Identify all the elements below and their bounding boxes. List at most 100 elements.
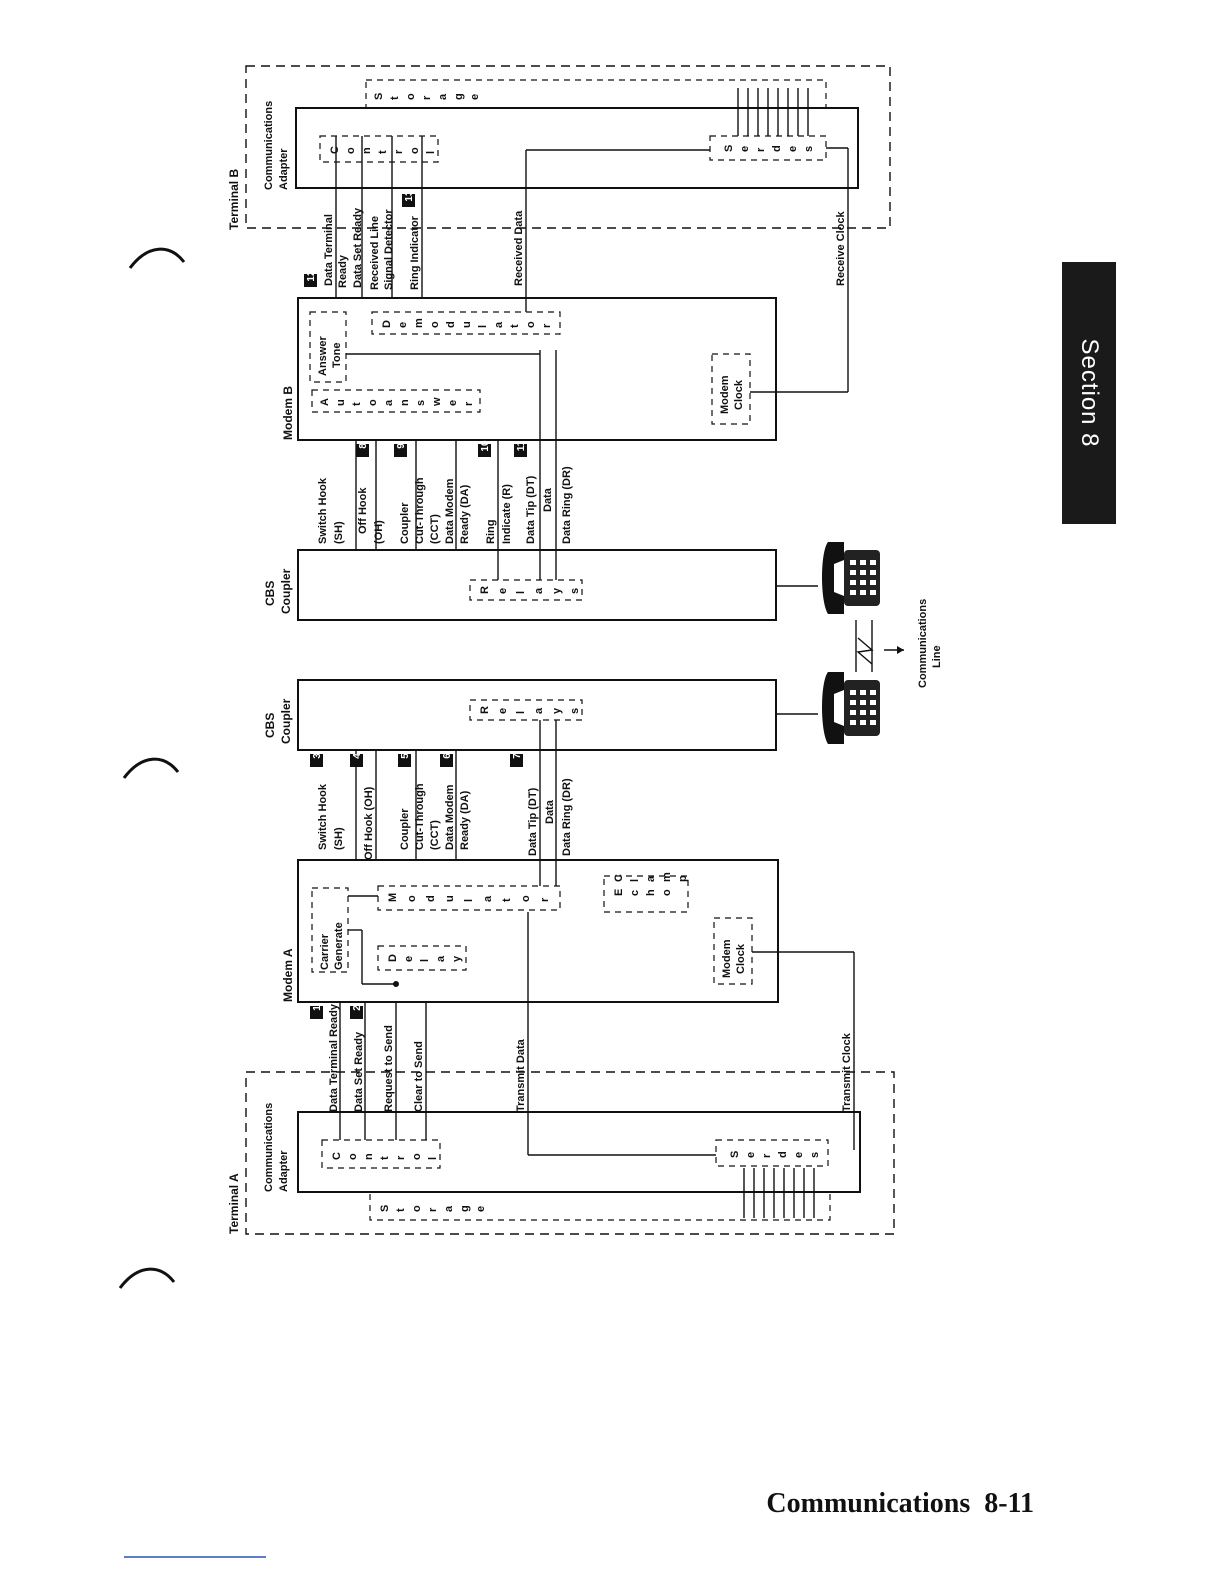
step-tag-box	[510, 754, 523, 767]
sig-b-rxc: Receive Clock	[835, 211, 847, 286]
telephone-a-icon	[822, 672, 880, 744]
modem-b-demodulator-letter: r	[541, 323, 553, 328]
modem-b-demodulator-letter: a	[493, 321, 505, 328]
terminal-a-storage-letter: e	[475, 1206, 487, 1212]
sig-b-sh-2: (SH)	[333, 521, 345, 544]
modem-a-title: Modem A	[281, 948, 295, 1002]
sig-b-ring: Ring Indicator	[409, 215, 421, 290]
modem-b-box	[297, 297, 777, 441]
coupler-b-relays-letter: R	[479, 586, 491, 594]
sig-b-da-1: Data Modem	[444, 478, 456, 544]
terminal-b-control-letter: o	[345, 147, 357, 154]
sig-b-oh-2: (OH)	[373, 520, 385, 544]
footer-rule	[124, 1556, 266, 1558]
sig-a-cct-1: Coupler	[399, 808, 411, 850]
terminal-a-storage-arrows	[743, 1168, 815, 1218]
sig-a-txc: Transmit Clock	[841, 1032, 853, 1112]
binder-hole-3-icon	[118, 1267, 176, 1289]
modem-a-clock-label-2: Clock	[735, 943, 747, 974]
step-tag-box	[350, 1006, 363, 1019]
step-tag-box	[310, 754, 323, 767]
coupler-a-title-1: CBS	[263, 713, 277, 738]
terminal-a-adapter-box	[297, 1111, 861, 1193]
step-tag-box	[514, 444, 527, 457]
step-tag-number: 6	[442, 753, 453, 759]
terminal-b-signal-lines	[335, 136, 849, 393]
modem-a-echo-clamp-letter: c	[629, 890, 641, 896]
coupler-a-relays-letter: R	[479, 706, 491, 714]
terminal-b-storage-letter: r	[421, 95, 433, 100]
terminal-a-control-letter: r	[395, 1155, 407, 1160]
sig-b-da-2: Ready (DA)	[459, 484, 471, 544]
terminal-a-title: Terminal A	[227, 1173, 241, 1234]
coupler-b-title-2: Coupler	[279, 568, 293, 614]
modem-b-demodulator	[371, 311, 561, 335]
terminal-b-serdes-letter: s	[803, 146, 815, 152]
modem-b-clock-label-2: Clock	[733, 379, 745, 410]
terminal-a-serdes-letter: r	[761, 1153, 773, 1158]
step-tag-number: 11	[516, 440, 527, 451]
terminal-a-serdes-letter: S	[729, 1151, 741, 1158]
modem-b-autoanswer	[311, 389, 481, 413]
sig-b-cct-3: (CCT)	[429, 514, 441, 544]
terminal-b-control-letter: n	[361, 147, 373, 154]
terminal-a-signal-lines	[339, 912, 855, 1156]
coupler-b-relays-letter: l	[515, 591, 527, 594]
modem-b-demodulator-letter: D	[381, 320, 393, 328]
terminal-b-control-letter: l	[425, 151, 437, 154]
coupler-b-box	[297, 549, 777, 621]
step-tag-box	[402, 194, 415, 207]
coupler-a-relays-letter: y	[551, 707, 563, 714]
modem-a-echo-clamp-letter: p	[677, 875, 689, 882]
modem-a-echo-clamp-letter: h	[645, 889, 657, 896]
modem-b-demodulator-letter: o	[429, 321, 441, 328]
step-tag-number: 12	[306, 270, 317, 282]
sig-a-cts: Clear to Send	[413, 1041, 425, 1112]
binder-hole-2-icon	[122, 757, 180, 779]
coupler-b-title-1: CBS	[263, 581, 277, 606]
sig-a-txd: Transmit Data	[515, 1038, 527, 1112]
terminal-a-control-letter: n	[363, 1153, 375, 1160]
sig-a-data: Data	[544, 799, 556, 824]
step-tag-number: 1	[312, 1005, 323, 1011]
coupler-a-title-2: Coupler	[279, 698, 293, 744]
terminal-a-serdes-letter: e	[793, 1152, 805, 1158]
footer-title: Communications	[766, 1488, 971, 1519]
terminal-b-storage-letter: t	[389, 96, 401, 100]
terminal-b-serdes-letter: S	[723, 145, 735, 152]
coupler-a-relays-letter: l	[515, 711, 527, 714]
modem-a-internal-lines	[348, 895, 399, 987]
step-tag-box	[478, 444, 491, 457]
modem-b-autoanswer-letter: u	[335, 399, 347, 406]
sig-b-data: Data	[542, 487, 554, 512]
modem-a-modulator	[377, 885, 561, 911]
terminal-b-adapter-label-2: Adapter	[278, 148, 290, 190]
terminal-b-storage-letter: o	[405, 93, 417, 100]
step-tag-box	[310, 1006, 323, 1019]
modem-a-modulator-letter: u	[444, 895, 456, 902]
page-footer: Communications 8-11	[766, 1488, 1034, 1520]
sig-b-dr: Data Ring (DR)	[561, 466, 573, 544]
coupler-b-modem-lines	[355, 350, 557, 580]
terminal-b-outline	[245, 65, 891, 229]
terminal-a-adapter-label-2: Adapter	[278, 1150, 290, 1192]
step-tag-number: 9	[396, 443, 407, 449]
modem-b-autoanswer-letter: w	[431, 397, 443, 407]
sig-a-cct-3: (CCT)	[429, 820, 441, 850]
modem-b-autoanswer-letter: t	[351, 402, 363, 406]
modem-b-demodulator-letter: d	[445, 321, 457, 328]
step-tag-number: 7	[512, 753, 523, 759]
modem-b-clock	[711, 353, 751, 425]
sig-a-sh-2: (SH)	[333, 827, 345, 850]
terminal-a-control-letter: o	[347, 1153, 359, 1160]
junction-dot	[393, 981, 399, 987]
step-tag-number: 2	[352, 1005, 363, 1011]
terminal-b-serdes-letter: e	[787, 146, 799, 152]
step-tag-number: 10	[480, 440, 491, 452]
terminal-a-control-letter: o	[411, 1153, 423, 1160]
